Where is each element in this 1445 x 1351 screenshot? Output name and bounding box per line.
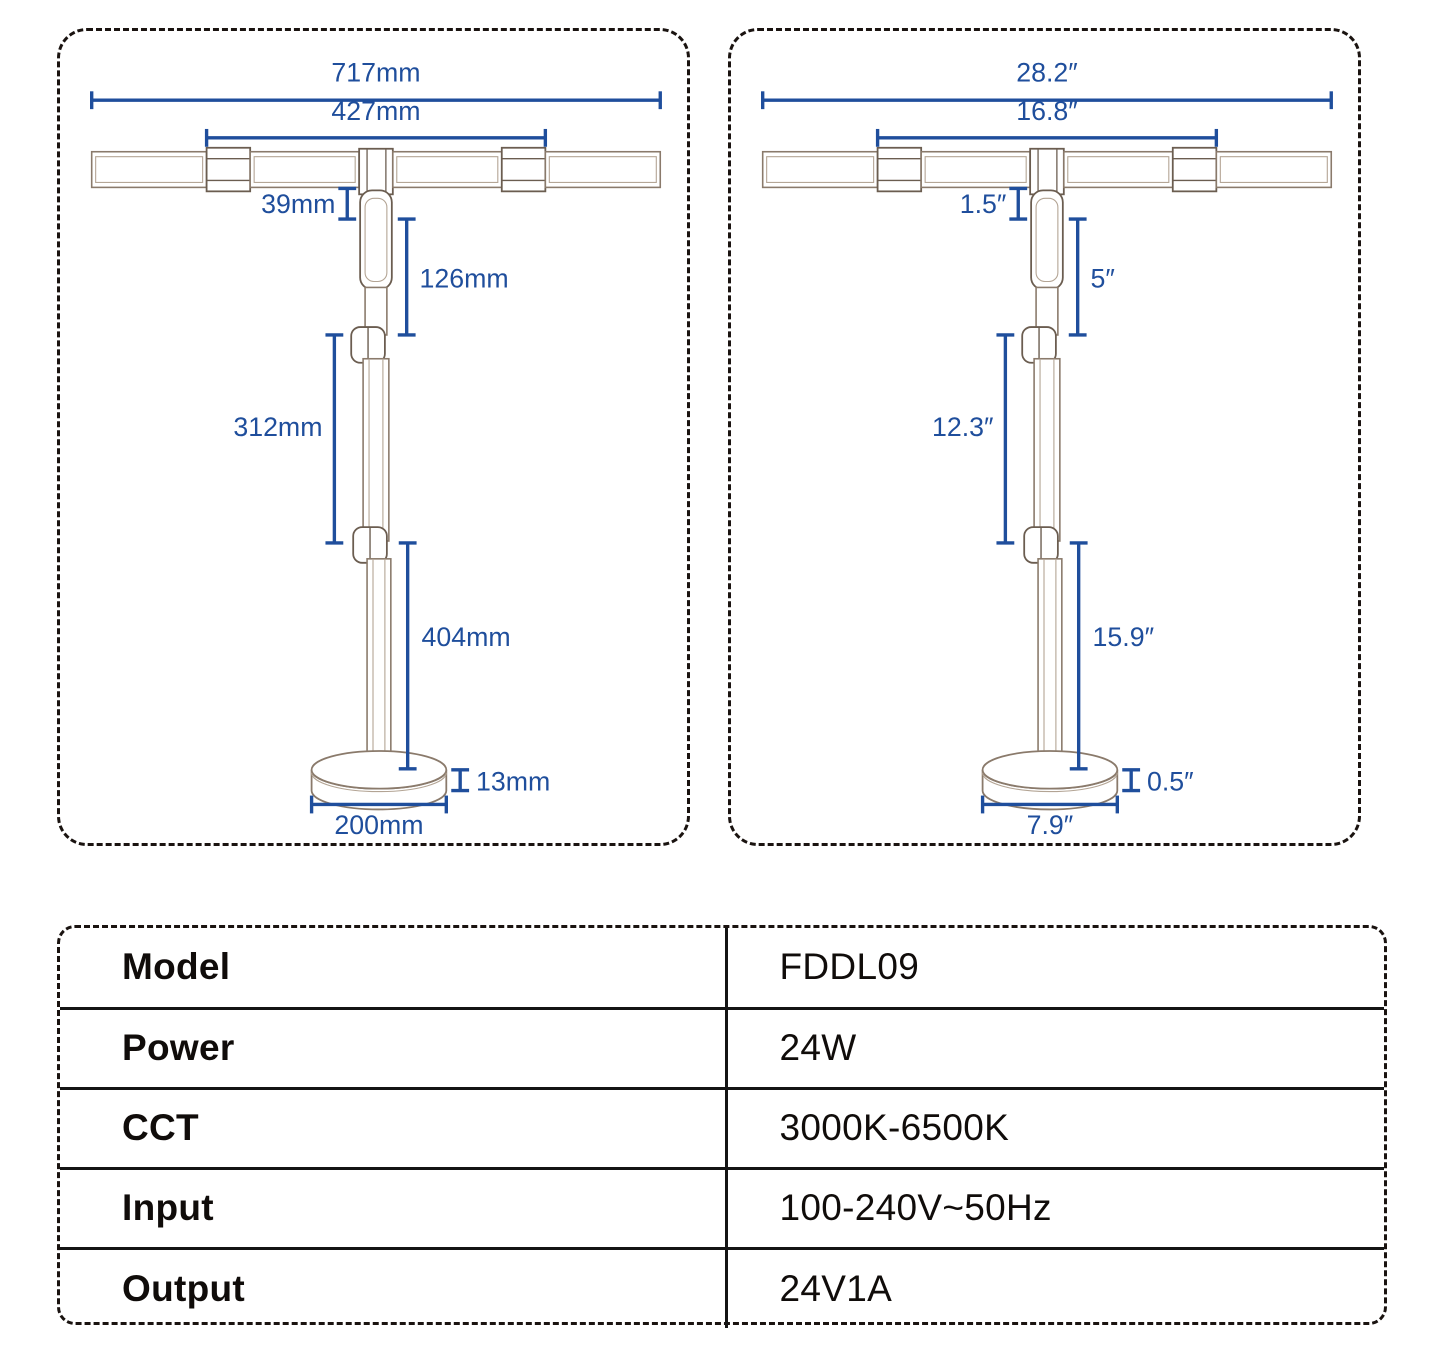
spec-key-output: Output — [60, 1248, 728, 1328]
dim-upper-arm: 126mm — [396, 217, 509, 337]
dim-overall-width: 28.2″ — [761, 57, 1333, 111]
dim-overall-width-label: 28.2″ — [1016, 57, 1078, 87]
dim-lower-arm-label: 15.9″ — [1093, 622, 1155, 652]
dim-inner-width-label: 427mm — [331, 96, 420, 126]
dim-head-drop-label: 1.5″ — [960, 189, 1007, 219]
imperial-dimension-panel: 28.2″ 16.8″ 1.5″ 5″ 12.3″ — [728, 28, 1361, 846]
metric-lamp-drawing: 717mm 427mm 39mm 126mm 312mm — [90, 57, 662, 840]
imperial-lamp-drawing: 28.2″ 16.8″ 1.5″ 5″ 12.3″ — [761, 57, 1333, 840]
dim-mid-arm: 312mm — [233, 333, 345, 545]
dim-overall-width: 717mm — [90, 57, 662, 111]
dim-lower-arm-label: 404mm — [422, 622, 511, 652]
spec-key-power: Power — [60, 1008, 728, 1090]
dim-base-diameter-label: 7.9″ — [1027, 810, 1074, 840]
dim-upper-arm: 5″ — [1067, 217, 1115, 337]
dim-inner-width: 16.8″ — [875, 96, 1219, 149]
spec-value-input: 100-240V~50Hz — [726, 1168, 1384, 1250]
spec-value-output: 24V1A — [779, 1267, 893, 1309]
dim-head-drop: 1.5″ — [960, 186, 1029, 221]
dim-inner-width-label: 16.8″ — [1016, 96, 1078, 126]
dim-mid-arm-label: 312mm — [233, 412, 322, 442]
dim-base-diameter-label: 200mm — [334, 810, 423, 840]
dim-base-diameter: 7.9″ — [980, 793, 1119, 840]
spec-value-model: FDDL09 — [726, 928, 1384, 1010]
dim-lower-arm: 404mm — [397, 541, 511, 771]
dim-upper-arm-label: 5″ — [1091, 263, 1115, 293]
dim-upper-arm-label: 126mm — [420, 263, 509, 293]
dim-inner-width: 427mm — [204, 96, 548, 149]
dim-lower-arm: 15.9″ — [1068, 541, 1155, 771]
dim-mid-arm: 12.3″ — [932, 333, 1016, 545]
dim-base-thickness-label: 13mm — [476, 767, 550, 797]
metric-dimension-panel: 717mm 427mm 39mm 126mm 312mm — [57, 28, 690, 846]
dim-mid-arm-label: 12.3″ — [932, 412, 994, 442]
spec-key-cct: CCT — [60, 1088, 728, 1170]
spec-key-model: Model — [60, 928, 728, 1010]
dim-base-thickness: 0.5″ — [1120, 767, 1194, 797]
dim-base-diameter: 200mm — [309, 793, 448, 840]
dim-overall-width-label: 717mm — [331, 57, 420, 87]
dim-base-thickness-label: 0.5″ — [1147, 767, 1194, 797]
spec-key-input: Input — [60, 1168, 728, 1250]
spec-value-power: 24W — [726, 1008, 1384, 1090]
dim-head-drop: 39mm — [261, 186, 358, 221]
spec-value-cct: 3000K-6500K — [726, 1088, 1384, 1170]
dim-head-drop-label: 39mm — [261, 189, 335, 219]
dim-base-thickness: 13mm — [449, 767, 550, 797]
spec-row: Output 24V1A — [60, 1248, 1384, 1328]
